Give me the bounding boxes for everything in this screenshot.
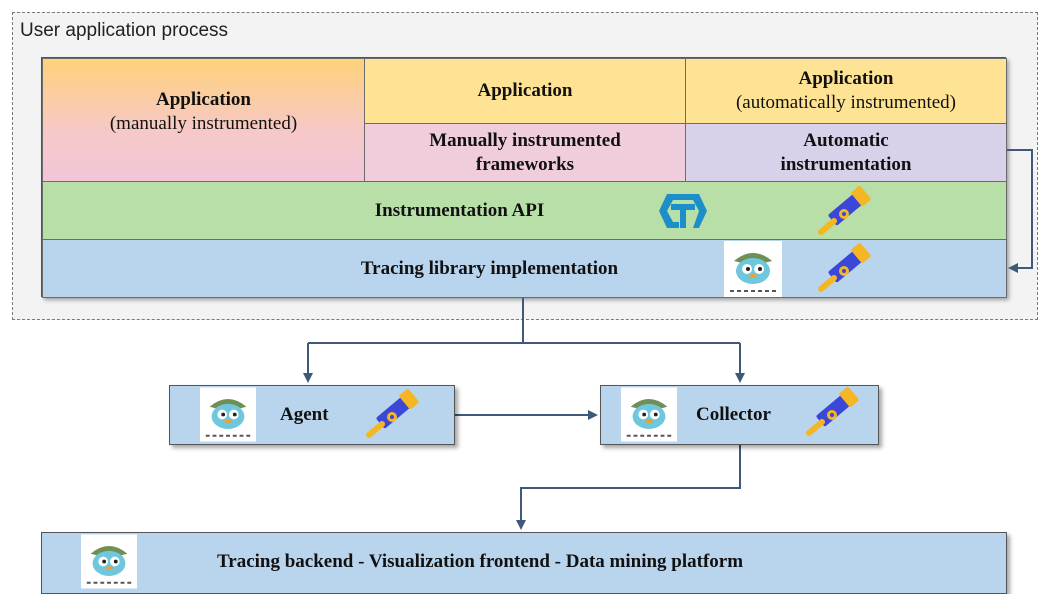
application-auto-cell: Application (automatically instrumented) [685,58,1007,124]
agent-label: Agent [280,404,329,425]
tracing-library-label: Tracing library implementation [360,257,619,279]
manual-frameworks-cell: Manually instrumented frameworks [364,123,686,182]
telescope-icon [806,387,859,436]
telescope-icon [818,186,871,235]
collector-label: Collector [696,404,771,425]
telescope-icon [818,243,871,292]
arrow-to-agent [308,342,740,381]
application-framework-title: Application [477,80,573,101]
automatic-instrumentation-line2: instrumentation [780,153,912,175]
application-manual-title: Application [155,89,252,110]
opentracing-logo-icon [659,194,707,228]
automatic-instrumentation-cell: Automatic instrumentation [685,123,1007,182]
tracing-backend-box [41,532,1007,594]
application-auto-subtitle: (automatically instrumented) [735,92,956,113]
application-auto-title: Application [798,68,894,89]
jaeger-mascot-icon [200,387,256,442]
automatic-instrumentation-line1: Automatic [803,129,889,151]
arrow-collector-to-backend [516,445,741,530]
tracing-backend-label: Tracing backend - Visualization frontend… [217,551,744,572]
jaeger-mascot-icon [621,387,677,442]
telescope-icon [366,389,419,438]
jaeger-mascot-icon [724,241,782,297]
manual-frameworks-line1: Manually instrumented [429,129,621,151]
application-manual-cell: Application (manually instrumented) [42,58,365,182]
jaeger-mascot-icon [81,534,137,589]
instrumentation-api-label: Instrumentation API [374,199,545,221]
process-label: User application process [20,20,229,41]
application-manual-subtitle: (manually instrumented) [109,113,298,134]
feedback-bracket [1007,149,1033,273]
manual-frameworks-line2: frameworks [475,153,575,175]
